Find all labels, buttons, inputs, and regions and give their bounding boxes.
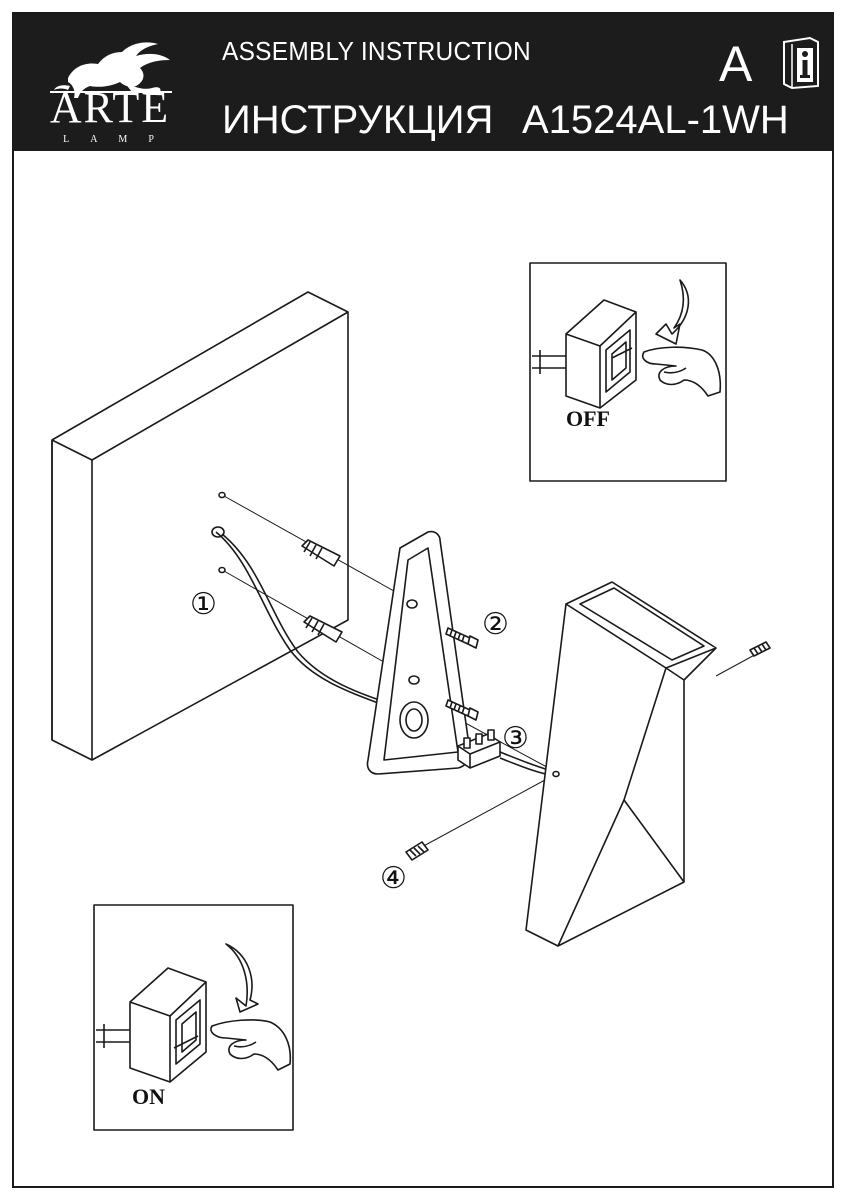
wall-holes bbox=[211, 491, 226, 574]
off-label: OFF bbox=[566, 406, 610, 431]
wall-plug-lower bbox=[303, 615, 343, 643]
brand-subtitle: LAMP bbox=[63, 134, 175, 145]
terminal-block bbox=[457, 729, 501, 769]
title-russian: ИНСТРУКЦИЯ bbox=[222, 98, 494, 142]
mounting-bracket bbox=[366, 530, 471, 775]
lamp-top-screw bbox=[749, 641, 771, 657]
on-panel bbox=[93, 904, 294, 1131]
step-2-label: ② bbox=[482, 607, 509, 642]
step-3-label: ③ bbox=[502, 721, 529, 756]
page-frame bbox=[12, 12, 834, 1188]
lamp-body bbox=[525, 581, 717, 947]
wall-plug-upper bbox=[301, 539, 341, 567]
title-english: ASSEMBLY INSTRUCTION bbox=[222, 36, 531, 66]
step-4-label: ④ bbox=[380, 861, 407, 896]
off-panel bbox=[529, 262, 727, 482]
set-screw bbox=[405, 841, 429, 861]
brand-name: ARTE bbox=[49, 83, 171, 132]
screw-lower bbox=[445, 699, 479, 721]
griffin-logo-icon bbox=[50, 42, 172, 98]
screw-upper bbox=[445, 627, 479, 649]
on-label: ON bbox=[132, 1084, 165, 1109]
language-letter: A bbox=[719, 36, 753, 92]
wall-block bbox=[51, 291, 349, 761]
info-manual-icon bbox=[783, 36, 819, 90]
step-1-label: ① bbox=[190, 587, 217, 622]
header-bar: ARTE LAMP ASSEMBLY INSTRUCTION ИНСТРУКЦИ… bbox=[14, 14, 832, 151]
model-number: A1524AL-1WH bbox=[522, 98, 789, 142]
